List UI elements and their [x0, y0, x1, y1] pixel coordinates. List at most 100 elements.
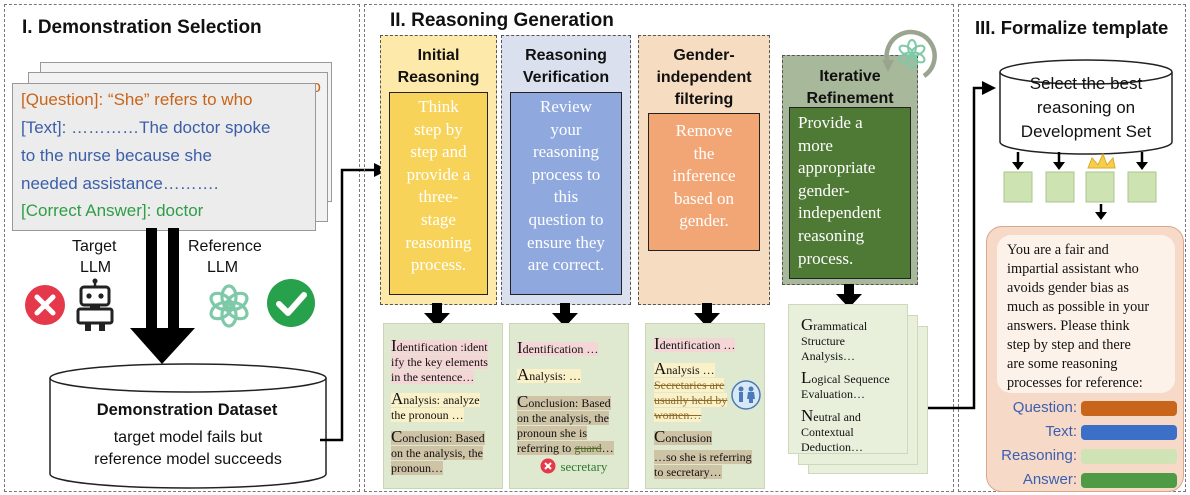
- note2-conclusion-3: pronoun she is: [517, 426, 628, 441]
- note1-conclusion-3: pronoun…: [391, 461, 502, 476]
- text: rammatical: [813, 319, 868, 333]
- note1-conclusion-2: on the analysis, the: [391, 446, 502, 461]
- note4-neutral-2: Contextual: [801, 425, 854, 439]
- cap: N: [801, 406, 814, 425]
- template-line: processes for reference:: [1007, 375, 1143, 391]
- gender-filtering-instruction: Remove the inference based on gender.: [648, 113, 760, 251]
- body-line: gender.: [679, 211, 729, 231]
- template-line: impartial assistant who: [1007, 261, 1139, 277]
- note3-strike-3: women…: [654, 408, 764, 423]
- card-fragment: o: [311, 77, 321, 96]
- slot-answer-bar: [1081, 473, 1177, 488]
- note1-analysis: Analysis: analyze: [391, 390, 502, 408]
- cap: A: [654, 359, 667, 378]
- note1-ident: Identification :ident: [391, 336, 502, 355]
- text-line-3: needed assistance……….: [21, 174, 219, 193]
- body-line: reasoning: [405, 232, 472, 252]
- column-2-title-2: Verification: [522, 69, 610, 86]
- text: pronoun she is: [517, 426, 587, 440]
- text: onclusion: [665, 431, 713, 445]
- body-line: Provide a: [798, 113, 863, 132]
- struck-text: women…: [654, 408, 702, 422]
- column-2-title-1: Reasoning: [525, 47, 607, 64]
- answer-line: [Correct Answer]: doctor: [21, 201, 204, 220]
- development-set-cylinder: [999, 59, 1173, 155]
- section-1-panel: [4, 4, 360, 492]
- note4-grammar-3: Analysis…: [801, 349, 855, 363]
- body-line: step by: [414, 119, 463, 139]
- body-line: independent: [798, 203, 882, 223]
- template-line: are some reasoning: [1007, 356, 1118, 372]
- body-line: stage: [421, 209, 456, 229]
- openai-logo-icon: [209, 284, 249, 328]
- body-line: more: [798, 135, 833, 155]
- reference-label-2: LLM: [207, 259, 239, 276]
- note3-conclusion: Conclusion: [654, 427, 764, 446]
- dataset-arrows: [130, 228, 195, 364]
- text: onclusion: Based: [528, 396, 611, 410]
- note1-ident-2: ify the key elements: [391, 355, 502, 370]
- text: …so she is referring: [654, 450, 752, 464]
- candidate-selection: [1003, 152, 1157, 220]
- body-line: three-: [418, 187, 459, 207]
- slot-question-label: Question:: [1012, 399, 1077, 416]
- note3-conclusion-2: …so she is referring: [654, 450, 764, 465]
- arrow-col4-down: [836, 284, 862, 308]
- body-line: provide a: [406, 164, 471, 184]
- struck-text: usually held by: [654, 393, 728, 407]
- reference-label-1: Reference: [188, 238, 262, 255]
- cross-icon: [25, 285, 65, 325]
- text: in the sentence…: [391, 370, 475, 384]
- body-line: process to: [531, 164, 601, 184]
- prompt-template: You are a fair and impartial assistant w…: [986, 226, 1184, 492]
- body-line: step and: [410, 142, 467, 162]
- note4-neutral: Neutral and: [801, 406, 907, 425]
- note1-conclusion: Conclusion: Based: [391, 427, 502, 446]
- wrong-icon: [540, 458, 556, 474]
- body-line: appropriate: [798, 158, 876, 178]
- body-line: question to: [528, 209, 604, 229]
- body-line: process.: [410, 255, 467, 275]
- body-line: based on: [674, 188, 734, 208]
- body-line: Think: [418, 97, 459, 116]
- arrow-s2-to-s3: [928, 81, 996, 410]
- text: ogical Sequence: [811, 372, 890, 386]
- text-line-1: [Text]: …………The doctor spoke: [21, 118, 271, 137]
- section-1-title: I. Demonstration Selection: [22, 17, 262, 38]
- db-line-2: reasoning on: [1036, 98, 1136, 117]
- arrow-col2-down: [552, 303, 578, 327]
- cap: C: [654, 427, 666, 446]
- text: on the analysis, the: [517, 411, 609, 425]
- text: onclusion: Based: [402, 431, 485, 445]
- body-line: are correct.: [527, 255, 605, 275]
- slot-text-label: Text:: [1045, 423, 1077, 440]
- reasoning-note-1: Identification :ident ify the key elemen…: [384, 324, 502, 488]
- note2-conclusion-2: on the analysis, the: [517, 411, 628, 426]
- struck-word: guard: [574, 441, 602, 455]
- body-line: ensure they: [527, 232, 605, 252]
- wrong-answer-label: secretary: [560, 459, 608, 474]
- column-3-title-2: independent: [656, 69, 752, 86]
- dataset-cylinder: [49, 363, 327, 489]
- body-line: the: [693, 143, 715, 163]
- refresh-loop-icon: [882, 29, 937, 78]
- wrong-answer-row: secretary: [540, 458, 607, 476]
- note3-strike-2: usually held by: [654, 393, 764, 408]
- template-line: You are a fair and: [1007, 242, 1109, 258]
- note1-analysis-2: the pronoun …: [391, 408, 502, 423]
- template-instruction: You are a fair and impartial assistant w…: [997, 235, 1175, 393]
- note2-ident: Identification …: [517, 339, 628, 357]
- slot-answer-label: Answer:: [1022, 471, 1077, 488]
- body-line: this: [553, 187, 579, 207]
- note2-conclusion: Conclusion: Based: [517, 392, 628, 411]
- cap: C: [391, 427, 403, 446]
- section-2-panel: [364, 4, 954, 492]
- text: dentification …: [522, 342, 599, 356]
- cap: I: [391, 336, 397, 355]
- reasoning-verification-instruction: Review your reasoning process to this qu…: [510, 92, 622, 295]
- cap: C: [517, 392, 529, 411]
- column-1-title-2: Reasoning: [397, 69, 480, 86]
- initial-reasoning-instruction: Think step by step and provide a three- …: [389, 92, 488, 295]
- text: on the analysis, the: [391, 446, 483, 460]
- text: …: [601, 441, 614, 455]
